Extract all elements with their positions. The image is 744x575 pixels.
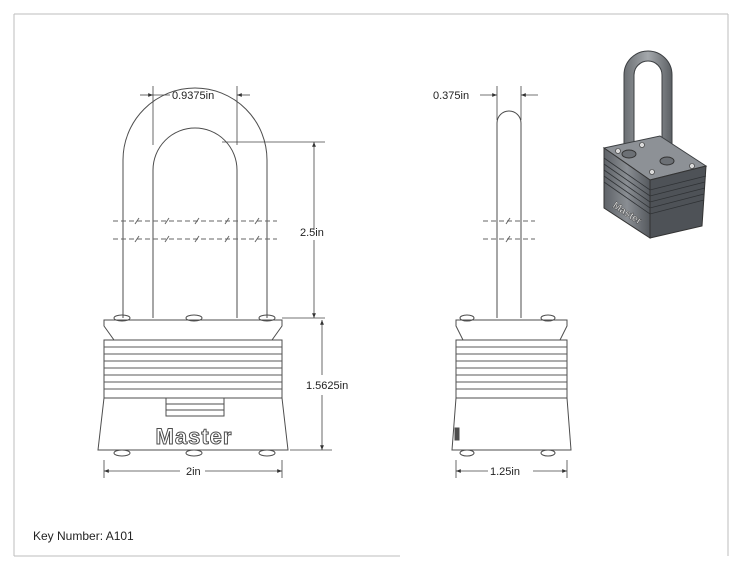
iso-side [649,165,707,239]
side-top-cap [455,319,568,341]
dim-shackle-clearance: 2.5in [300,227,324,239]
body-top-cap [103,319,283,341]
laminations [104,346,282,390]
side-shackle [496,110,522,318]
isometric-padlock-image: Master [602,50,708,239]
dim-shackle-width: 0.9375in [172,90,214,102]
keyway-plate [165,397,225,417]
side-bumper [451,397,572,451]
shackle-inner [152,127,238,318]
front-view [97,87,289,457]
key-number-label: Key Number: A101 [33,529,134,543]
dim-shackle-diameter: 0.375in [433,90,469,102]
shackle-outer [122,87,268,318]
dim-body-thickness: 1.25in [490,466,520,478]
dim-body-height: 1.5625in [306,380,348,392]
front-dimensions [103,86,332,478]
break-marks [134,217,260,243]
side-dimensions [455,86,568,478]
break-lines [113,220,277,240]
brand-logo: Master [156,424,233,449]
drawing-frame [13,13,729,557]
dim-body-width: 2in [186,466,201,478]
side-view [451,110,572,457]
